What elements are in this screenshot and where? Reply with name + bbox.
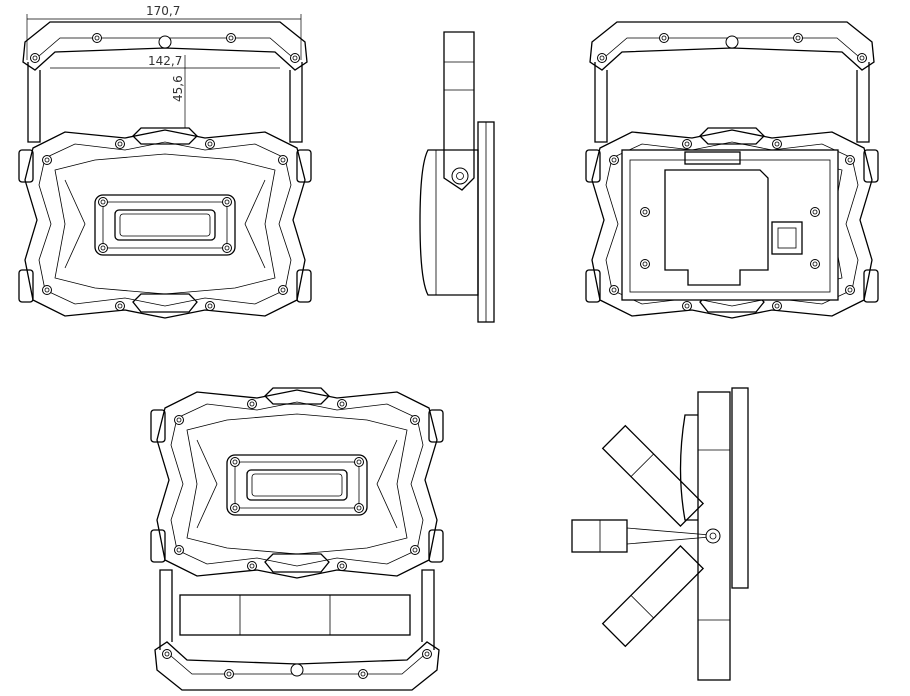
rotation-view [571, 387, 749, 681]
folded-front-view [151, 388, 443, 690]
dimension-lines [26, 14, 302, 128]
dimension-overall-width: 170,7 [146, 4, 180, 18]
dimension-inner-height: 45,6 [171, 75, 185, 102]
back-view [586, 22, 878, 318]
front-view: 170,7 142,7 45,6 [19, 4, 311, 318]
side-view [419, 31, 495, 323]
dimension-inner-width: 142,7 [148, 54, 182, 68]
